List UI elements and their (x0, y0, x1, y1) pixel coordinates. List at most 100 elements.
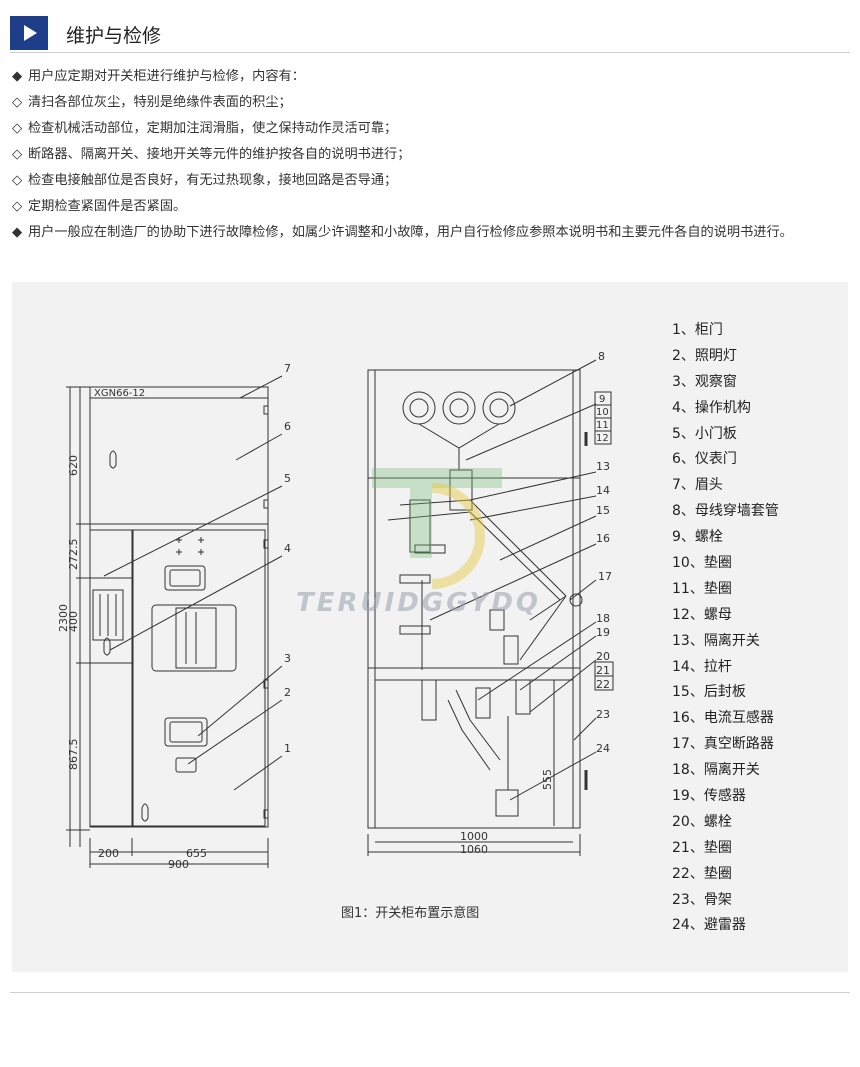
note-text: 用户应定期对开关柜进行维护与检修，内容有： (28, 69, 305, 84)
logo-arc (431, 483, 485, 589)
maintenance-notes: ◆ 用户应定期对开关柜进行维护与检修，内容有： ◇清扫各部位灰尘，特别是绝缘件表面… (12, 64, 842, 246)
callout-3: 3 (284, 652, 291, 665)
callout-19: 19 (596, 626, 610, 639)
callout-13: 13 (596, 460, 610, 473)
callout-leader (509, 751, 597, 801)
lightning-arrester (495, 789, 519, 817)
diamond-outline-bullet-icon: ◇ (12, 121, 23, 136)
callout-leader (235, 433, 283, 461)
bushing (442, 391, 476, 425)
legend-item: 10、垫圈 (672, 555, 732, 572)
callout-14: 14 (596, 484, 610, 497)
callout-8: 8 (598, 350, 605, 363)
legend-item: 16、电流互感器 (672, 710, 774, 727)
callout-9: 9 (599, 394, 605, 405)
dimension-400: 400 (67, 611, 80, 632)
note-line: ◇清扫各部位灰尘，特别是绝缘件表面的积尘； (12, 90, 842, 116)
play-icon (10, 16, 48, 50)
legend-item: 15、后封板 (672, 684, 746, 701)
callout-5: 5 (284, 472, 291, 485)
callout-12: 12 (596, 433, 609, 444)
hinge (263, 499, 269, 509)
legend-item: 24、避雷器 (672, 917, 746, 934)
front-view: XGN66-12 (57, 362, 291, 871)
callout-20: 20 (596, 650, 610, 663)
legend-item: 5、小门板 (672, 425, 737, 442)
figure-caption: 图1：开关柜布置示意图 (341, 906, 480, 921)
parts-legend: 1、柜门 2、照明灯 3、观察窗 4、操作机构 5、小门板 6、仪表门 7、眉头… (672, 318, 779, 939)
callout-7: 7 (284, 362, 291, 375)
small-door-panel (89, 529, 133, 827)
callout-22: 22 (596, 678, 610, 691)
dimension-867-5: 867.5 (67, 739, 80, 771)
legend-item: 13、隔离开关 (672, 632, 760, 649)
lower-disconnector (475, 687, 491, 719)
callout-leader (529, 659, 597, 713)
model-label: XGN66-12 (94, 388, 145, 399)
watermark-logo (372, 468, 502, 589)
note-line: ◇ 检查电接触部位是否良好，有无过热现象，接地回路是否导通； (12, 168, 842, 194)
hinge (263, 809, 269, 819)
callout-leader (569, 579, 597, 601)
section-title: 维护与检修 (66, 25, 162, 47)
callout-4: 4 (284, 542, 291, 555)
note-line: ◆用户一般应在制造厂的协助下进行故障检修，如属少许调整和小故障，用户自行检修应参… (12, 220, 842, 246)
dimension-655: 655 (186, 847, 207, 860)
legend-item: 11、垫圈 (672, 580, 732, 597)
bushing (482, 391, 516, 425)
door-handle-icon (141, 803, 149, 822)
side-callouts: 8 9 10 11 12 13 14 15 16 17 18 19 (429, 350, 614, 801)
pull-rod (387, 511, 561, 601)
callout-1: 1 (284, 742, 291, 755)
current-transformer (489, 609, 505, 631)
footer-divider (10, 992, 850, 993)
meter-window (164, 565, 206, 591)
mechanism-plate (175, 607, 217, 669)
legend-item: 8、母线穿墙套管 (672, 503, 779, 520)
disconnector-blade (409, 499, 431, 553)
legend-item: 4、操作机构 (672, 399, 751, 416)
watermark-text: TERUIDGGYDQ (296, 588, 542, 618)
observation-window (164, 717, 208, 747)
lighting-lamp-icon (175, 757, 197, 773)
legend-item: 23、骨架 (672, 891, 732, 908)
callout-leader (197, 665, 283, 737)
instrument-door (89, 397, 269, 525)
diamond-bullet-icon: ◆ (12, 69, 23, 84)
legend-item: 17、真空断路器 (672, 736, 774, 753)
disconnector-upper (449, 469, 473, 511)
linkage-arm (529, 595, 567, 621)
header-divider (10, 52, 850, 53)
terminal-block (92, 589, 124, 641)
note-text: 用户一般应在制造厂的协助下进行故障检修，如属少许调整和小故障，用户自行检修应参照… (28, 225, 793, 240)
callout-24: 24 (596, 742, 610, 755)
callout-leader (465, 403, 597, 461)
legend-item: 7、眉头 (672, 477, 723, 494)
callout-leader (509, 359, 597, 407)
legend-item: 12、螺母 (672, 606, 732, 623)
callout-leader (469, 471, 597, 501)
legend-item: 2、照明灯 (672, 347, 737, 364)
door-handle-icon (109, 450, 117, 469)
diamond-outline-bullet-icon: ◇ (12, 173, 23, 188)
diamond-outline-bullet-icon: ◇ (12, 199, 23, 214)
legend-item: 6、仪表门 (672, 451, 737, 468)
note-text: 定期检查紧固件是否紧固。 (28, 199, 187, 214)
bushing-inner (409, 398, 429, 418)
callout-leader (239, 375, 283, 399)
legend-item: 1、柜门 (672, 322, 723, 338)
callout-23: 23 (596, 708, 610, 721)
dimension-1060: 1060 (460, 843, 488, 856)
dimension-1000: 1000 (460, 830, 488, 843)
legend-item: 14、拉杆 (672, 658, 732, 675)
legend-item: 21、垫圈 (672, 839, 732, 856)
callout-leader (519, 635, 597, 691)
callout-11: 11 (596, 420, 609, 431)
callout-18: 18 (596, 612, 610, 625)
note-text: 检查电接触部位是否良好，有无过热现象，接地回路是否导通； (28, 173, 398, 188)
observation-window-inner (169, 721, 203, 743)
callout-15: 15 (596, 504, 610, 517)
dimension-272-5: 272.5 (67, 539, 80, 571)
cabinet-door (132, 529, 266, 827)
callout-leader (477, 621, 597, 701)
